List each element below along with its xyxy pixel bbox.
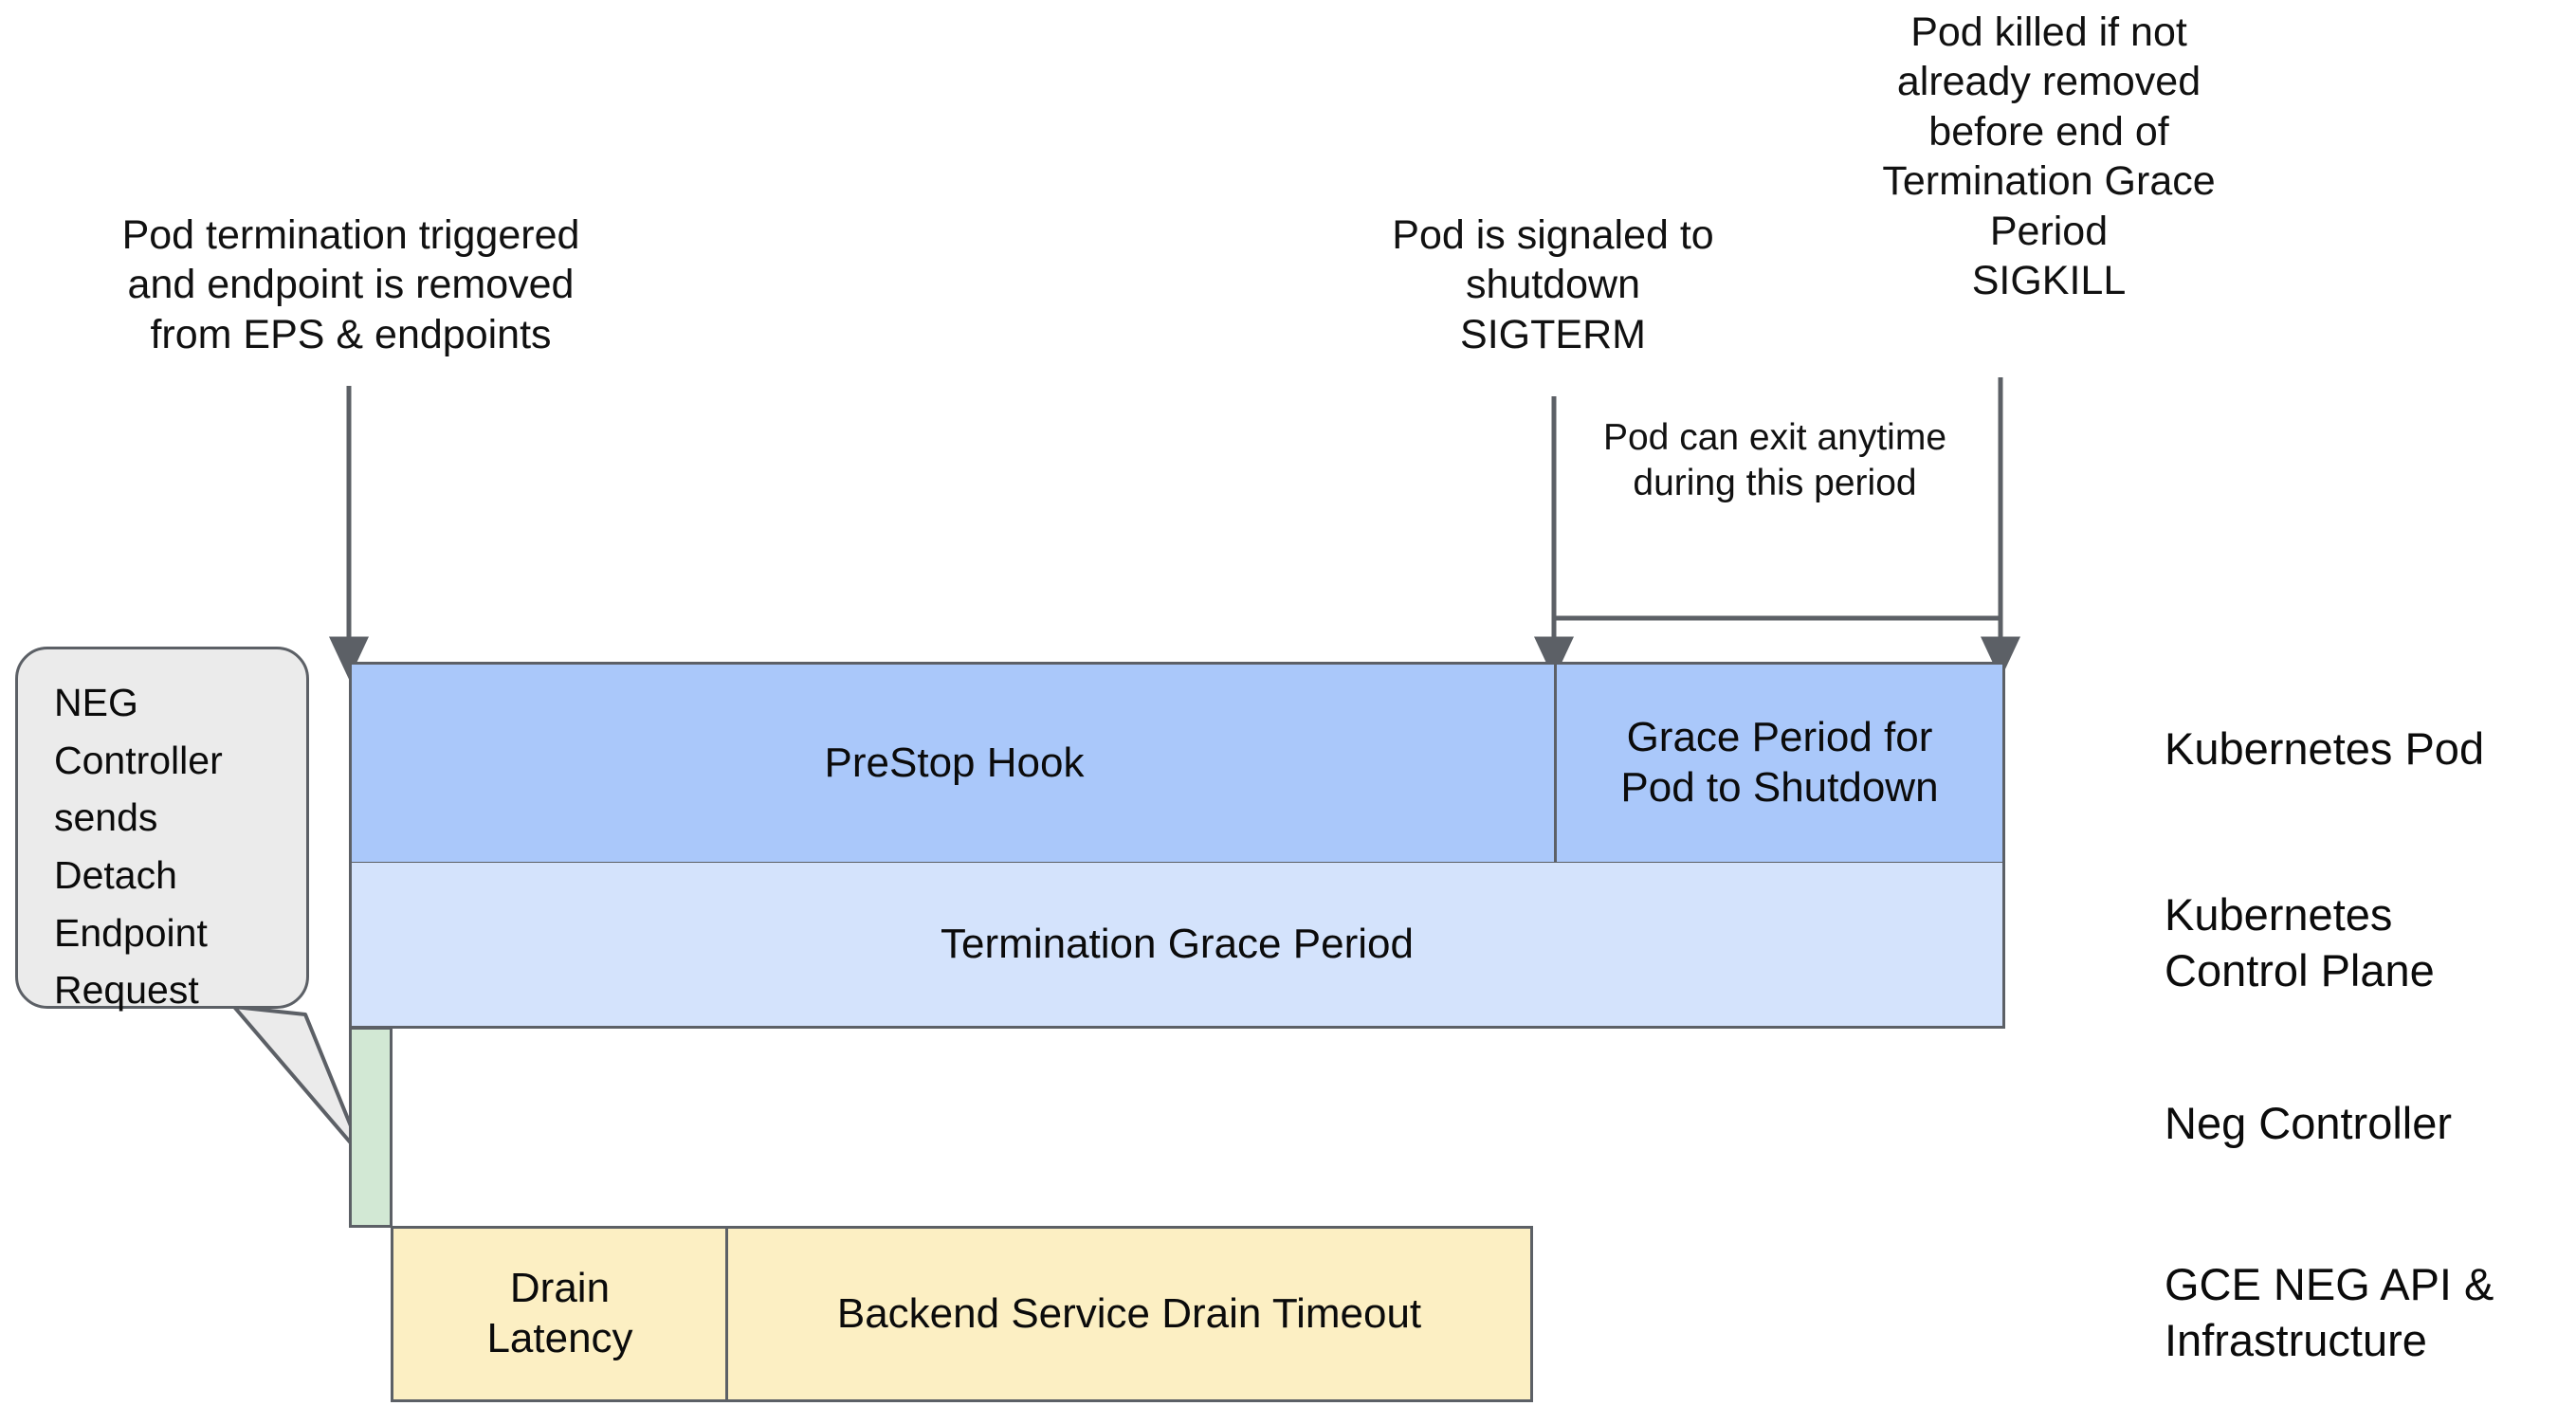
bar-grace-period-shutdown: Grace Period for Pod to Shutdown — [1554, 662, 2005, 865]
callout-neg-controller-detach: NEG Controller sends Detach Endpoint Req… — [15, 647, 309, 1012]
lane-label-gce-neg-api: GCE NEG API & Infrastructure — [2165, 1259, 2494, 1366]
callout-tail — [232, 1005, 366, 1160]
annotation-pod-killed-sigkill: Pod killed if not already removed before… — [1882, 9, 2216, 304]
lane-label-kubernetes-control-plane: Kubernetes Control Plane — [2165, 889, 2435, 996]
bar-neg-detach — [349, 1027, 393, 1228]
annotation-pod-can-exit-anytime: Pod can exit anytime during this period — [1602, 417, 1947, 503]
annotation-pod-termination-triggered: Pod termination triggered and endpoint i… — [121, 212, 580, 357]
bar-backend-service-drain: Backend Service Drain Timeout — [725, 1226, 1533, 1402]
bar-termination-grace-period: Termination Grace Period — [349, 863, 2005, 1029]
bar-drain-latency: Drain Latency — [391, 1226, 726, 1402]
bar-prestop-hook: PreStop Hook — [349, 662, 1557, 865]
lane-label-neg-controller: Neg Controller — [2165, 1098, 2453, 1148]
lane-label-kubernetes-pod: Kubernetes Pod — [2165, 723, 2485, 774]
annotation-pod-signaled-shutdown: Pod is signaled to shutdown SIGTERM — [1392, 212, 1714, 357]
